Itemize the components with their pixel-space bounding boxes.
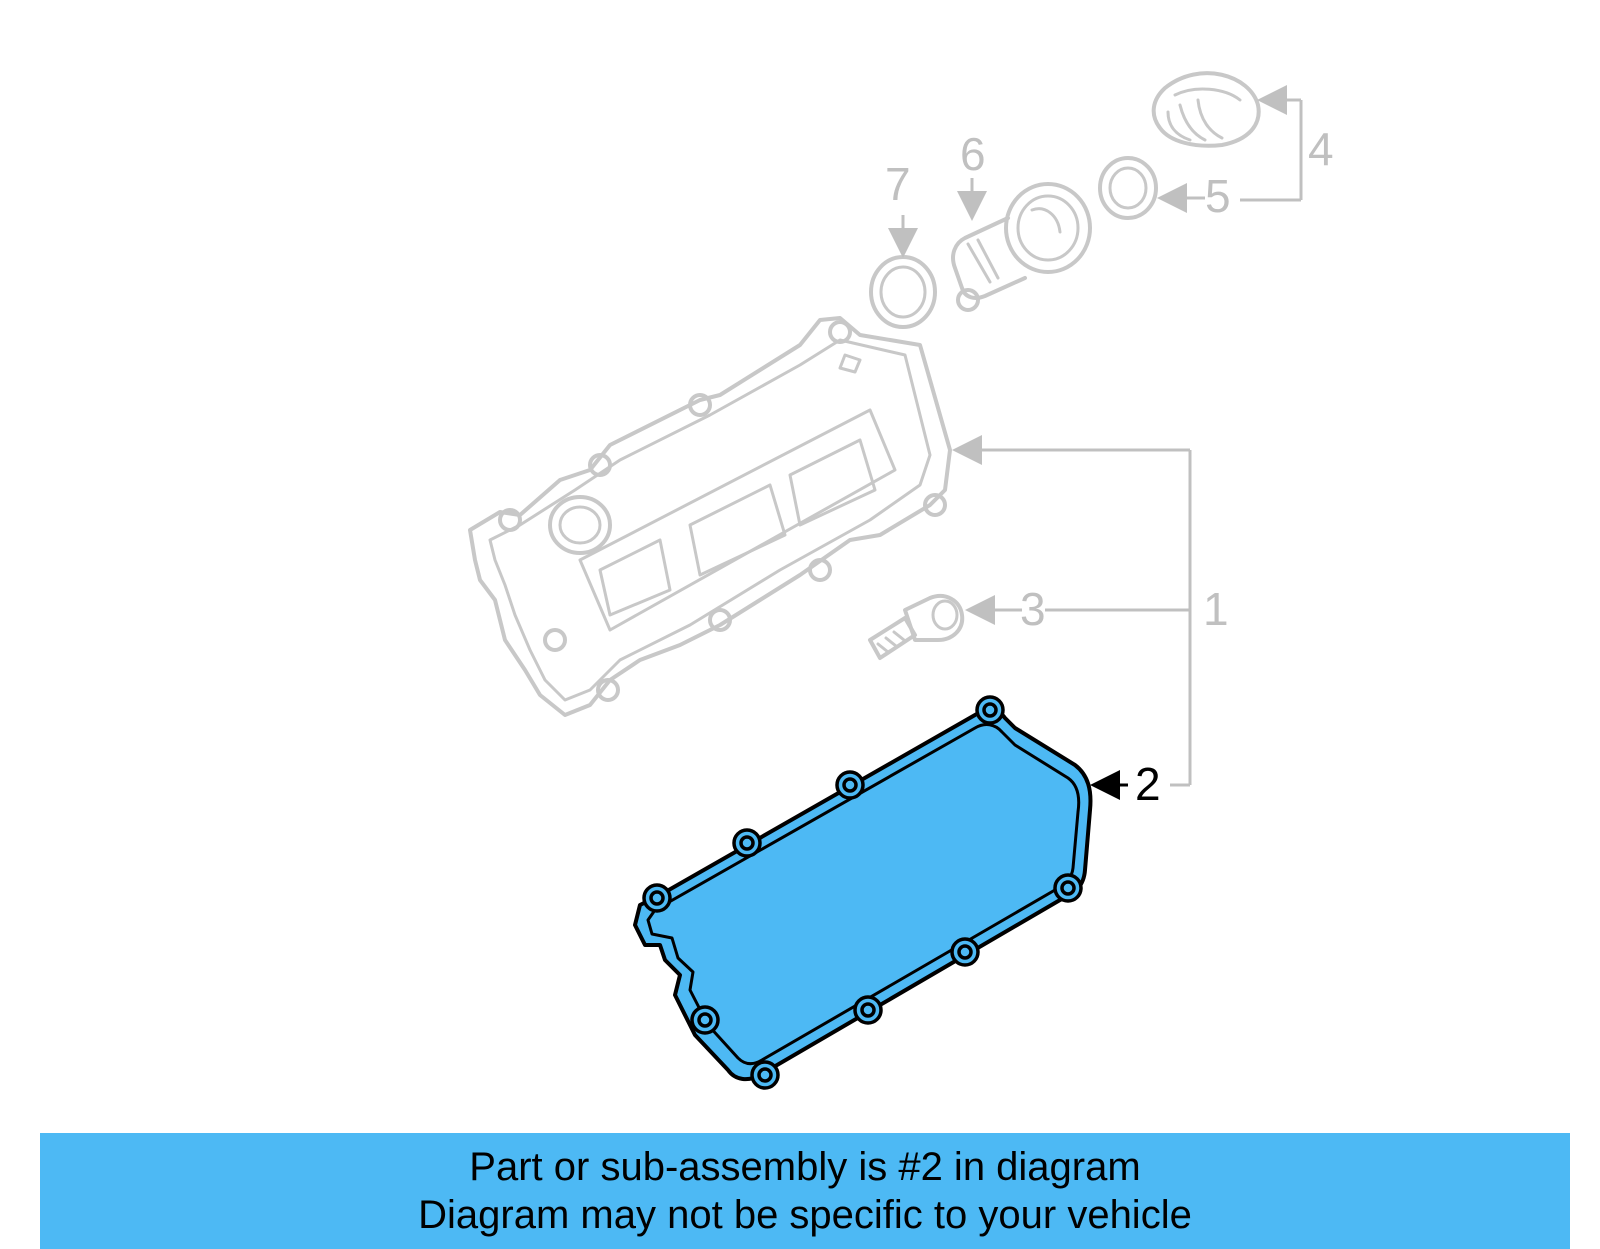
banner-line-1: Part or sub-assembly is #2 in diagram bbox=[469, 1145, 1141, 1189]
gasket-part bbox=[633, 695, 1093, 1090]
callout-7: 7 bbox=[885, 158, 911, 210]
callout-2: 2 bbox=[1135, 758, 1161, 810]
seal-ring-part bbox=[869, 255, 937, 329]
o-ring-part bbox=[1098, 156, 1158, 220]
callout-6: 6 bbox=[960, 128, 986, 180]
callout-5: 5 bbox=[1205, 170, 1231, 222]
callout-3: 3 bbox=[1020, 583, 1046, 635]
valve-cover-part bbox=[468, 316, 952, 717]
banner-line-2: Diagram may not be specific to your vehi… bbox=[418, 1193, 1192, 1237]
callout-4: 4 bbox=[1308, 123, 1334, 175]
leader-lines bbox=[888, 85, 1303, 800]
callout-1: 1 bbox=[1203, 583, 1229, 635]
filler-neck-part bbox=[951, 182, 1092, 312]
filler-cap-part bbox=[1151, 71, 1261, 148]
info-banner: Part or sub-assembly is #2 in diagram Di… bbox=[40, 1133, 1570, 1249]
bolt-part bbox=[868, 594, 965, 660]
